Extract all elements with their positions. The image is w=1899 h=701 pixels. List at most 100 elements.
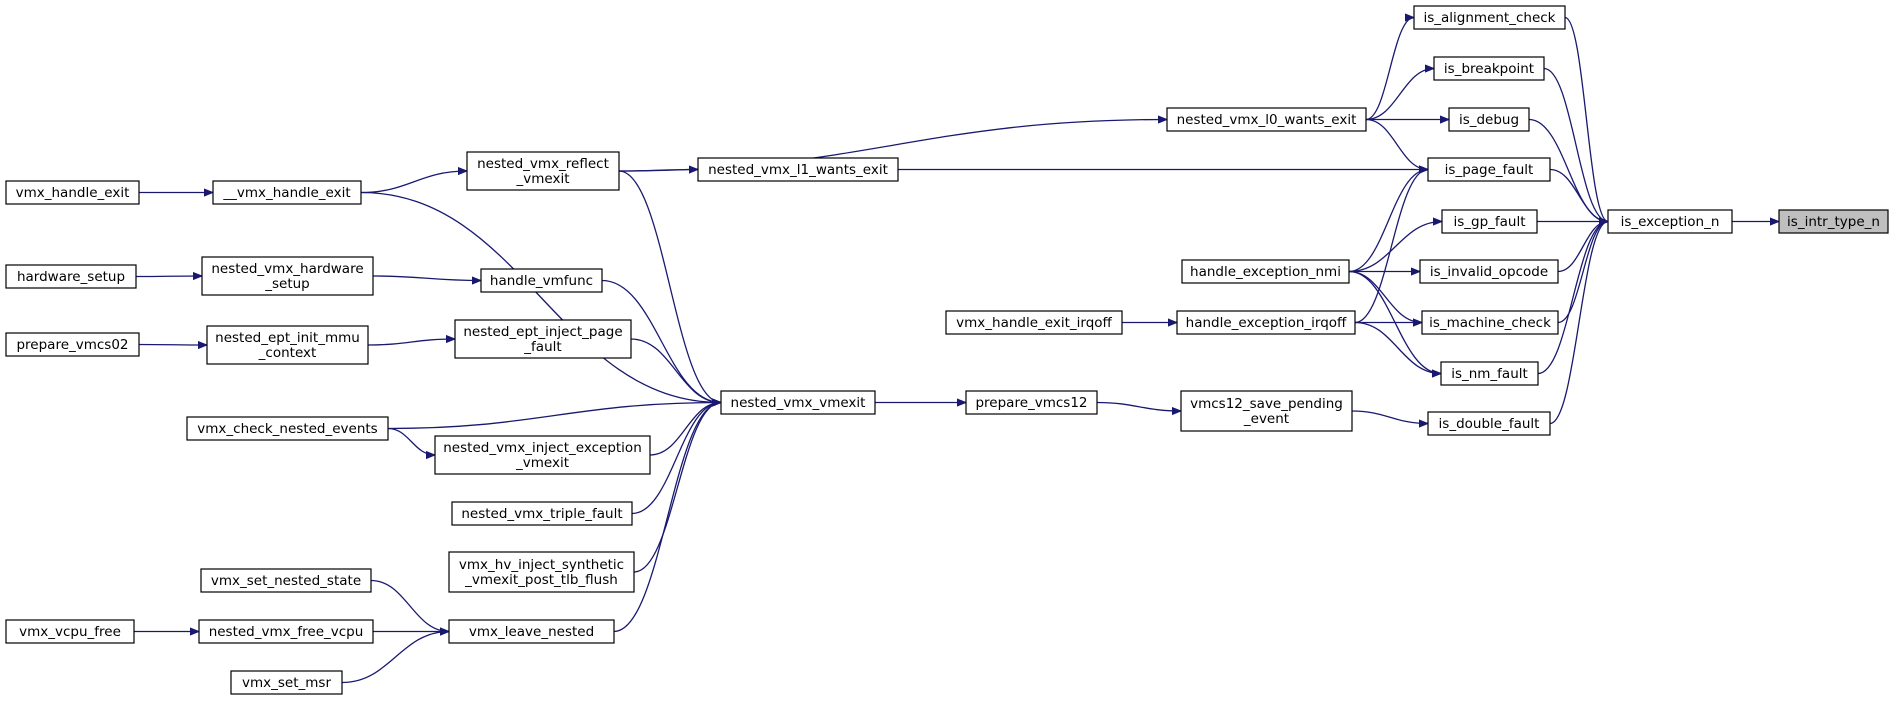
node-is-machine-check[interactable]: is_machine_check [1421, 310, 1559, 335]
edge-is-nm-fault-to-is-exception-n [1537, 222, 1609, 375]
edge-nested-vmx-triple-fault-to-nested-vmx-vmexit [631, 403, 721, 515]
node-is-nm-fault[interactable]: is_nm_fault [1440, 361, 1539, 386]
node-box [1440, 361, 1539, 386]
node-box [448, 619, 615, 644]
node-box [448, 551, 635, 593]
node-box [5, 619, 135, 644]
node-is-breakpoint[interactable]: is_breakpoint [1433, 56, 1545, 81]
node-nested-vmx-l1-wants-exit[interactable]: nested_vmx_l1_wants_exit [697, 157, 899, 182]
node-label: _vmexit [515, 455, 569, 471]
node-is-gp-fault[interactable]: is_gp_fault [1441, 209, 1538, 234]
node-is-page-fault[interactable]: is_page_fault [1427, 157, 1551, 182]
edge-is-machine-check-to-is-exception-n [1557, 222, 1609, 324]
node-label: nested_ept_inject_page [463, 324, 622, 340]
node-label: is_invalid_opcode [1430, 264, 1548, 280]
node-label: vmx_vcpu_free [19, 624, 121, 640]
node-is-exception-n[interactable]: is_exception_n [1607, 209, 1733, 234]
node-is-alignment-check[interactable]: is_alignment_check [1413, 5, 1566, 30]
edge-vmx-handle-exit-to-nested-vmx-vmexit [360, 191, 721, 403]
node-vmcs12-save-pending-event[interactable]: vmcs12_save_pending_event [1180, 390, 1353, 432]
node-box [1166, 107, 1367, 132]
node-label: is_exception_n [1621, 214, 1720, 230]
node-handle-exception-nmi[interactable]: handle_exception_nmi [1181, 259, 1350, 284]
nodes-layer: is_intr_type_n is_exception_n is_alignment… [5, 5, 1889, 695]
node-vmx-handle-exit-irqoff[interactable]: vmx_handle_exit_irqoff [945, 310, 1123, 335]
node-label: nested_vmx_l1_wants_exit [708, 162, 888, 178]
node-vmx-set-nested-state[interactable]: vmx_set_nested_state [200, 568, 372, 593]
node-label: nested_vmx_free_vcpu [209, 624, 364, 640]
node-box [206, 325, 369, 365]
node-handle-exception-irqoff[interactable]: handle_exception_irqoff [1176, 310, 1356, 335]
node-box [212, 180, 362, 205]
edge-is-breakpoint-to-is-exception-n [1543, 67, 1609, 222]
edge-handle-exception-nmi-to-is-page-fault [1348, 170, 1429, 273]
node-box [5, 264, 137, 289]
node-label: is_machine_check [1429, 315, 1551, 331]
node-nested-vmx-l0-wants-exit[interactable]: nested_vmx_l0_wants_exit [1166, 107, 1367, 132]
edge-vmx-check-nested-events-to-nested-vmx-vmexit [387, 403, 721, 430]
node-vmx-leave-nested[interactable]: vmx_leave_nested [448, 619, 615, 644]
node-vmx-check-nested-events[interactable]: vmx_check_nested_events [186, 416, 389, 441]
node-box [5, 332, 140, 357]
node-is-debug[interactable]: is_debug [1448, 107, 1530, 132]
edge-prepare-vmcs02-to-nested-ept-init-mmu-context [138, 345, 207, 346]
node-box [5, 180, 140, 205]
node-box [434, 435, 651, 475]
edge-handle-exception-nmi-to-is-gp-fault [1348, 222, 1442, 273]
node-nested-vmx-vmexit[interactable]: nested_vmx_vmexit [720, 390, 876, 415]
node-box [230, 670, 343, 695]
node-label: vmx_check_nested_events [197, 421, 377, 437]
node-label: nested_vmx_hardware [211, 261, 363, 277]
node-nested-vmx-reflect-vmexit[interactable]: nested_vmx_reflect_vmexit [466, 151, 620, 191]
node-is-invalid-opcode[interactable]: is_invalid_opcode [1419, 259, 1559, 284]
node-nested-vmx-inject-exception-vmexit[interactable]: nested_vmx_inject_exception_vmexit [434, 435, 651, 475]
node-box [480, 268, 603, 293]
node-vmx-vcpu-free[interactable]: vmx_vcpu_free [5, 619, 135, 644]
edge-nested-vmx-reflect-vmexit-to-nested-vmx-vmexit [618, 170, 722, 403]
node-nested-ept-init-mmu-context[interactable]: nested_ept_init_mmu_context [206, 325, 369, 365]
node-box [1607, 209, 1733, 234]
edges-layer [134, 16, 1779, 684]
node-nested-ept-inject-page-fault[interactable]: nested_ept_inject_page_fault [454, 319, 632, 359]
node-nested-vmx-triple-fault[interactable]: nested_vmx_triple_fault [451, 501, 633, 526]
node-hardware-setup[interactable]: hardware_setup [5, 264, 137, 289]
edge-nested-ept-inject-page-fault-to-nested-vmx-vmexit [630, 338, 721, 403]
node-prepare-vmcs12[interactable]: prepare_vmcs12 [965, 390, 1098, 415]
node-label: _setup [264, 276, 310, 292]
node-box [1441, 209, 1538, 234]
node-label: _vmexit [516, 171, 570, 187]
edge-is-invalid-opcode-to-is-exception-n [1557, 222, 1609, 273]
node-nested-vmx-free-vcpu[interactable]: nested_vmx_free_vcpu [198, 619, 374, 644]
node-vmx-hv-inject-synthetic-vmexit-post-tlb-flush[interactable]: vmx_hv_inject_synthetic_vmexit_post_tlb_… [448, 551, 635, 593]
node-label: _vmexit_post_tlb_flush [464, 572, 618, 588]
node-box [1448, 107, 1530, 132]
node-label: is_nm_fault [1451, 366, 1528, 382]
node-label: vmx_set_nested_state [211, 573, 361, 589]
edge-vmx-set-msr-to-vmx-leave-nested [341, 632, 449, 684]
node-nested-vmx-hardware-setup[interactable]: nested_vmx_hardware_setup [201, 256, 374, 296]
edge-is-page-fault-to-is-exception-n [1549, 168, 1609, 222]
node-box [1180, 390, 1353, 432]
edge-vmx-leave-nested-to-nested-vmx-vmexit [613, 403, 721, 633]
node-box [1427, 157, 1551, 182]
node-label: vmx_handle_exit [16, 185, 130, 201]
node-box [1427, 411, 1551, 436]
node-vmx-set-msr[interactable]: vmx_set_msr [230, 670, 343, 695]
node-box [1181, 259, 1350, 284]
node-label: handle_exception_irqoff [1186, 315, 1347, 331]
edge-nested-vmx-l0-wants-exit-to-is-alignment-check [1365, 18, 1415, 121]
edge-vmx-handle-exit-to-nested-vmx-reflect-vmexit [360, 171, 467, 194]
node-label: nested_vmx_reflect [477, 156, 609, 172]
edge-is-alignment-check-to-is-exception-n [1564, 16, 1609, 222]
node-box [451, 501, 633, 526]
node-label: vmx_set_msr [242, 675, 331, 691]
node-vmx-handle-exit[interactable]: __vmx_handle_exit [212, 180, 362, 205]
edge-handle-exception-nmi-to-is-machine-check [1348, 270, 1422, 323]
node-is-intr-type-n[interactable]: is_intr_type_n [1778, 209, 1889, 234]
edge-nested-vmx-reflect-vmexit-to-nested-vmx-l1-wants-exit [618, 170, 698, 172]
node-vmx-handle-exit[interactable]: vmx_handle_exit [5, 180, 140, 205]
node-prepare-vmcs02[interactable]: prepare_vmcs02 [5, 332, 140, 357]
node-is-double-fault[interactable]: is_double_fault [1427, 411, 1551, 436]
node-handle-vmfunc[interactable]: handle_vmfunc [480, 268, 603, 293]
